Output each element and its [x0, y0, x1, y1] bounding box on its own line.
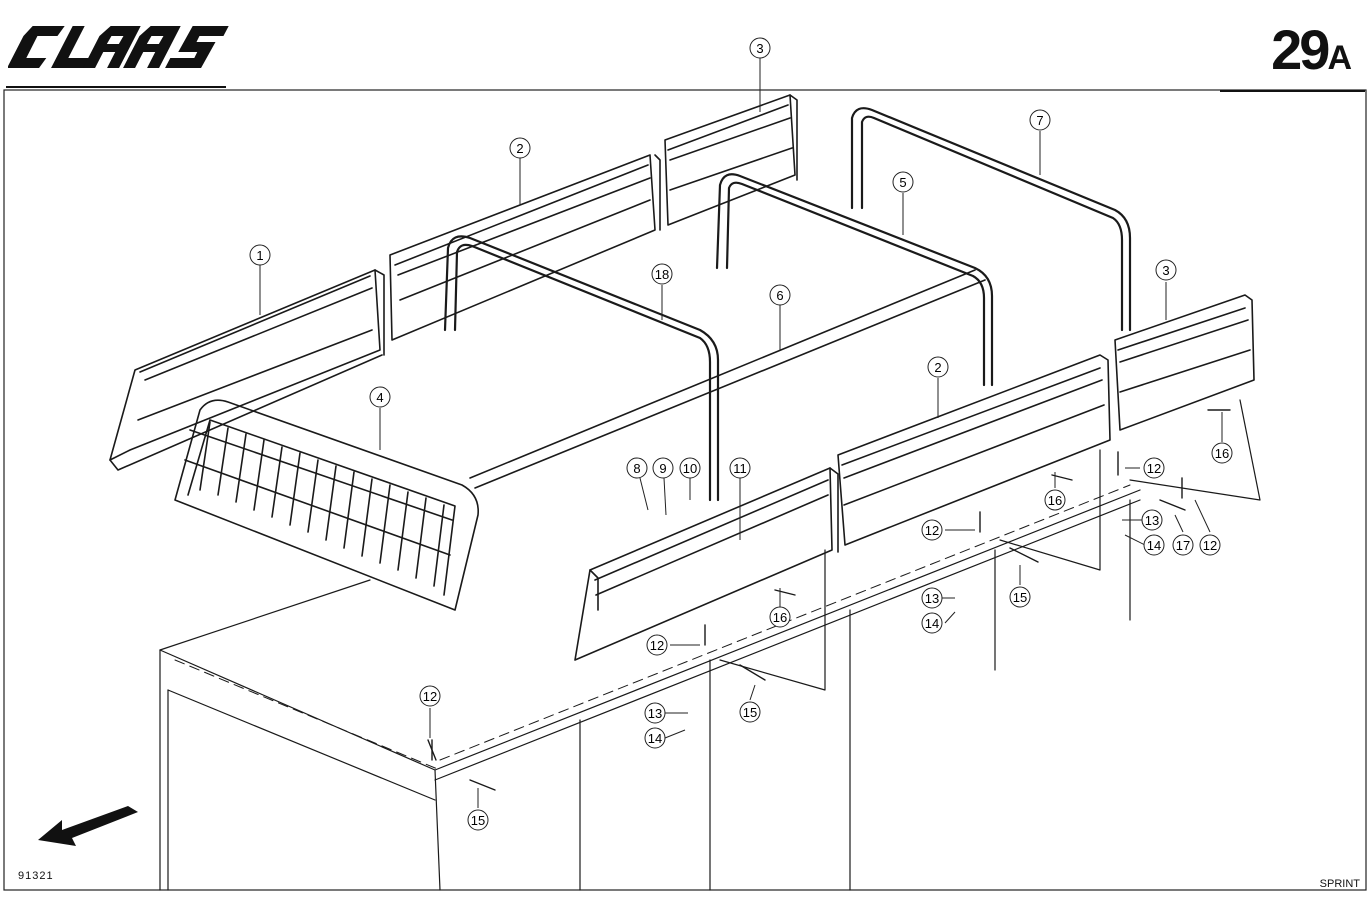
callout-12e: 12: [419, 685, 441, 707]
callout-13c: 13: [644, 702, 666, 724]
page-number-rule: [1220, 90, 1365, 92]
callout-6: 6: [769, 284, 791, 306]
callout-18: 18: [651, 263, 673, 285]
svg-text:5: 5: [899, 175, 906, 190]
svg-text:13: 13: [1145, 513, 1159, 528]
svg-text:17: 17: [1176, 538, 1190, 553]
page-number: 29A: [1271, 22, 1352, 78]
rail-6: [469, 269, 986, 489]
drawing-lines: [109, 94, 1261, 891]
callout-14b: 14: [921, 612, 943, 634]
callout-3b: 3: [1155, 259, 1177, 281]
callout-8: 8: [626, 457, 648, 479]
callout-14c: 14: [644, 727, 666, 749]
callout-14a: 14: [1143, 534, 1165, 556]
svg-text:12: 12: [925, 523, 939, 538]
panel-2-front: [837, 354, 1111, 546]
svg-text:14: 14: [648, 731, 662, 746]
chassis-frame: [159, 399, 1261, 891]
tailboard-4: [174, 399, 479, 611]
panel-3-rear: [664, 94, 798, 226]
svg-text:15: 15: [1013, 590, 1027, 605]
svg-text:11: 11: [733, 461, 747, 476]
callout-12d: 12: [646, 634, 668, 656]
svg-text:1: 1: [256, 248, 263, 263]
svg-text:16: 16: [1215, 446, 1229, 461]
svg-text:13: 13: [648, 706, 662, 721]
svg-text:12: 12: [650, 638, 664, 653]
page-border: [3, 89, 1367, 891]
bow-18: [443, 235, 720, 502]
hardware-pins: [427, 409, 1231, 791]
svg-text:2: 2: [934, 360, 941, 375]
bow-5: [715, 173, 994, 387]
svg-text:4: 4: [376, 390, 383, 405]
callout-15c: 15: [467, 809, 489, 831]
callout-7: 7: [1029, 109, 1051, 131]
callout-5: 5: [892, 171, 914, 193]
direction-arrow-icon: [38, 806, 138, 846]
svg-text:10: 10: [683, 461, 697, 476]
svg-text:3: 3: [756, 41, 763, 56]
callout-15d: 15: [0, 0, 7, 3]
callout-16c: 16: [1211, 442, 1233, 464]
svg-text:14: 14: [925, 616, 939, 631]
svg-text:18: 18: [655, 267, 669, 282]
callout-12c: 12: [921, 519, 943, 541]
callout-10: 10: [679, 457, 701, 479]
callout-17: 17: [1172, 534, 1194, 556]
svg-text:15: 15: [471, 813, 485, 828]
panel-2-rear: [389, 154, 661, 341]
callout-4: 4: [369, 386, 391, 408]
panel-1: [109, 269, 385, 471]
claas-logo: [8, 26, 229, 68]
callout-3: 3: [749, 37, 771, 59]
callout-12b: 12: [1199, 534, 1221, 556]
callout-16b: 16: [1044, 489, 1066, 511]
callout-13a: 13: [1141, 509, 1163, 531]
panel-3-front: [1114, 294, 1255, 431]
callout-1: 1: [249, 244, 271, 266]
callout-2: 2: [509, 137, 531, 159]
callout-11: 11: [729, 457, 751, 479]
drawing-number: 91321: [18, 870, 54, 882]
callout-16a: 16: [769, 606, 791, 628]
svg-text:7: 7: [1036, 113, 1043, 128]
svg-text:2: 2: [516, 141, 523, 156]
callout-14d: 14: [0, 0, 7, 3]
callout-15b: 15: [739, 701, 761, 723]
svg-text:12: 12: [1147, 461, 1161, 476]
brand-rule: [6, 86, 226, 88]
model-name: SPRINT: [1319, 878, 1360, 890]
svg-text:6: 6: [776, 288, 783, 303]
svg-text:13: 13: [925, 591, 939, 606]
svg-text:3: 3: [1162, 263, 1169, 278]
panel-front-left: [574, 467, 839, 661]
svg-text:16: 16: [773, 610, 787, 625]
page-number-main: 29: [1271, 18, 1330, 81]
callouts: 1 2 3 4 5 6 7 8 9 10 11 12 13 14 15 16 1…: [0, 0, 1233, 831]
callout-9: 9: [652, 457, 674, 479]
callout-13d: 13: [0, 0, 7, 3]
svg-text:14: 14: [1147, 538, 1161, 553]
svg-text:9: 9: [659, 461, 666, 476]
callout-15a: 15: [1009, 586, 1031, 608]
svg-text:8: 8: [633, 461, 640, 476]
callout-13b: 13: [921, 587, 943, 609]
page-number-suffix: A: [1327, 39, 1352, 77]
svg-text:15: 15: [743, 705, 757, 720]
callout-2b: 2: [927, 356, 949, 378]
callout-leaders: [259, 58, 1223, 808]
callout-12a: 12: [1143, 457, 1165, 479]
bow-7: [850, 107, 1132, 332]
svg-text:16: 16: [1048, 493, 1062, 508]
svg-text:12: 12: [1203, 538, 1217, 553]
svg-text:12: 12: [423, 689, 437, 704]
